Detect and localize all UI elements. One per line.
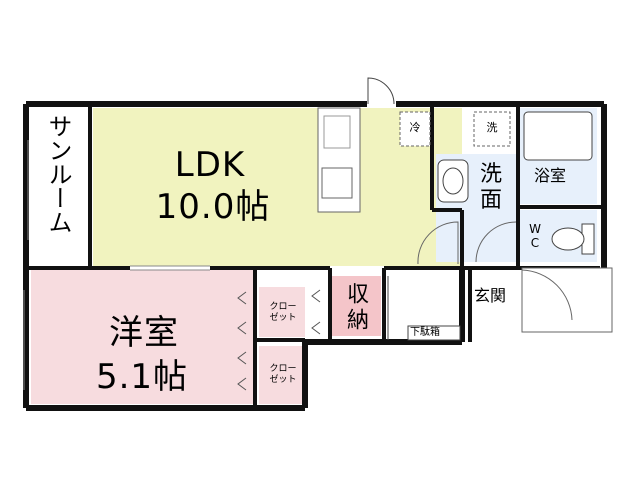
- western-room-fill: [31, 270, 253, 404]
- inner-walls: [26, 104, 604, 408]
- top-door-swing: [367, 77, 395, 105]
- closet-2-label: クロー ゼット: [269, 364, 297, 385]
- storage-fill: [331, 276, 381, 336]
- shoe-box-label: 下駄箱: [410, 327, 440, 338]
- western-room-size-label: 5.1帖: [95, 357, 189, 397]
- entrance-door-swing: [521, 269, 573, 321]
- wash-basin: [437, 159, 469, 203]
- toilet-bowl: [551, 227, 585, 251]
- entrance-label: 玄関: [474, 286, 507, 305]
- western-room-label: 洋室: [109, 313, 179, 353]
- sunroom-label: サンルーム: [44, 114, 72, 234]
- kitchen-sink: [321, 167, 353, 199]
- closet-2-fill: [259, 346, 305, 404]
- fridge-icon: 冷: [409, 121, 421, 134]
- bathtub: [523, 111, 593, 161]
- washer-icon: 洗: [486, 121, 498, 134]
- windows: [23, 140, 210, 390]
- ldk-size-label: 10.0帖: [155, 187, 271, 227]
- washroom-door-swing: [475, 221, 517, 263]
- kitchen-counter-top: [323, 115, 351, 149]
- sunroom-fill: [31, 108, 87, 262]
- closet-1-fill: [259, 287, 305, 337]
- ldk-door-swing: [417, 221, 459, 265]
- bathroom-label: 浴室: [534, 166, 567, 185]
- fridge-space: [399, 111, 431, 147]
- washroom-label: 洗 面: [479, 162, 502, 213]
- closet-arrows: [237, 289, 321, 391]
- washer-space: [473, 111, 511, 147]
- shoe-box: [407, 325, 461, 341]
- closet-1-label: クロー ゼット: [269, 302, 297, 323]
- toilet-label: W C: [529, 222, 541, 250]
- storage-label: 収納: [343, 282, 368, 334]
- ldk-label: LDK: [174, 145, 246, 185]
